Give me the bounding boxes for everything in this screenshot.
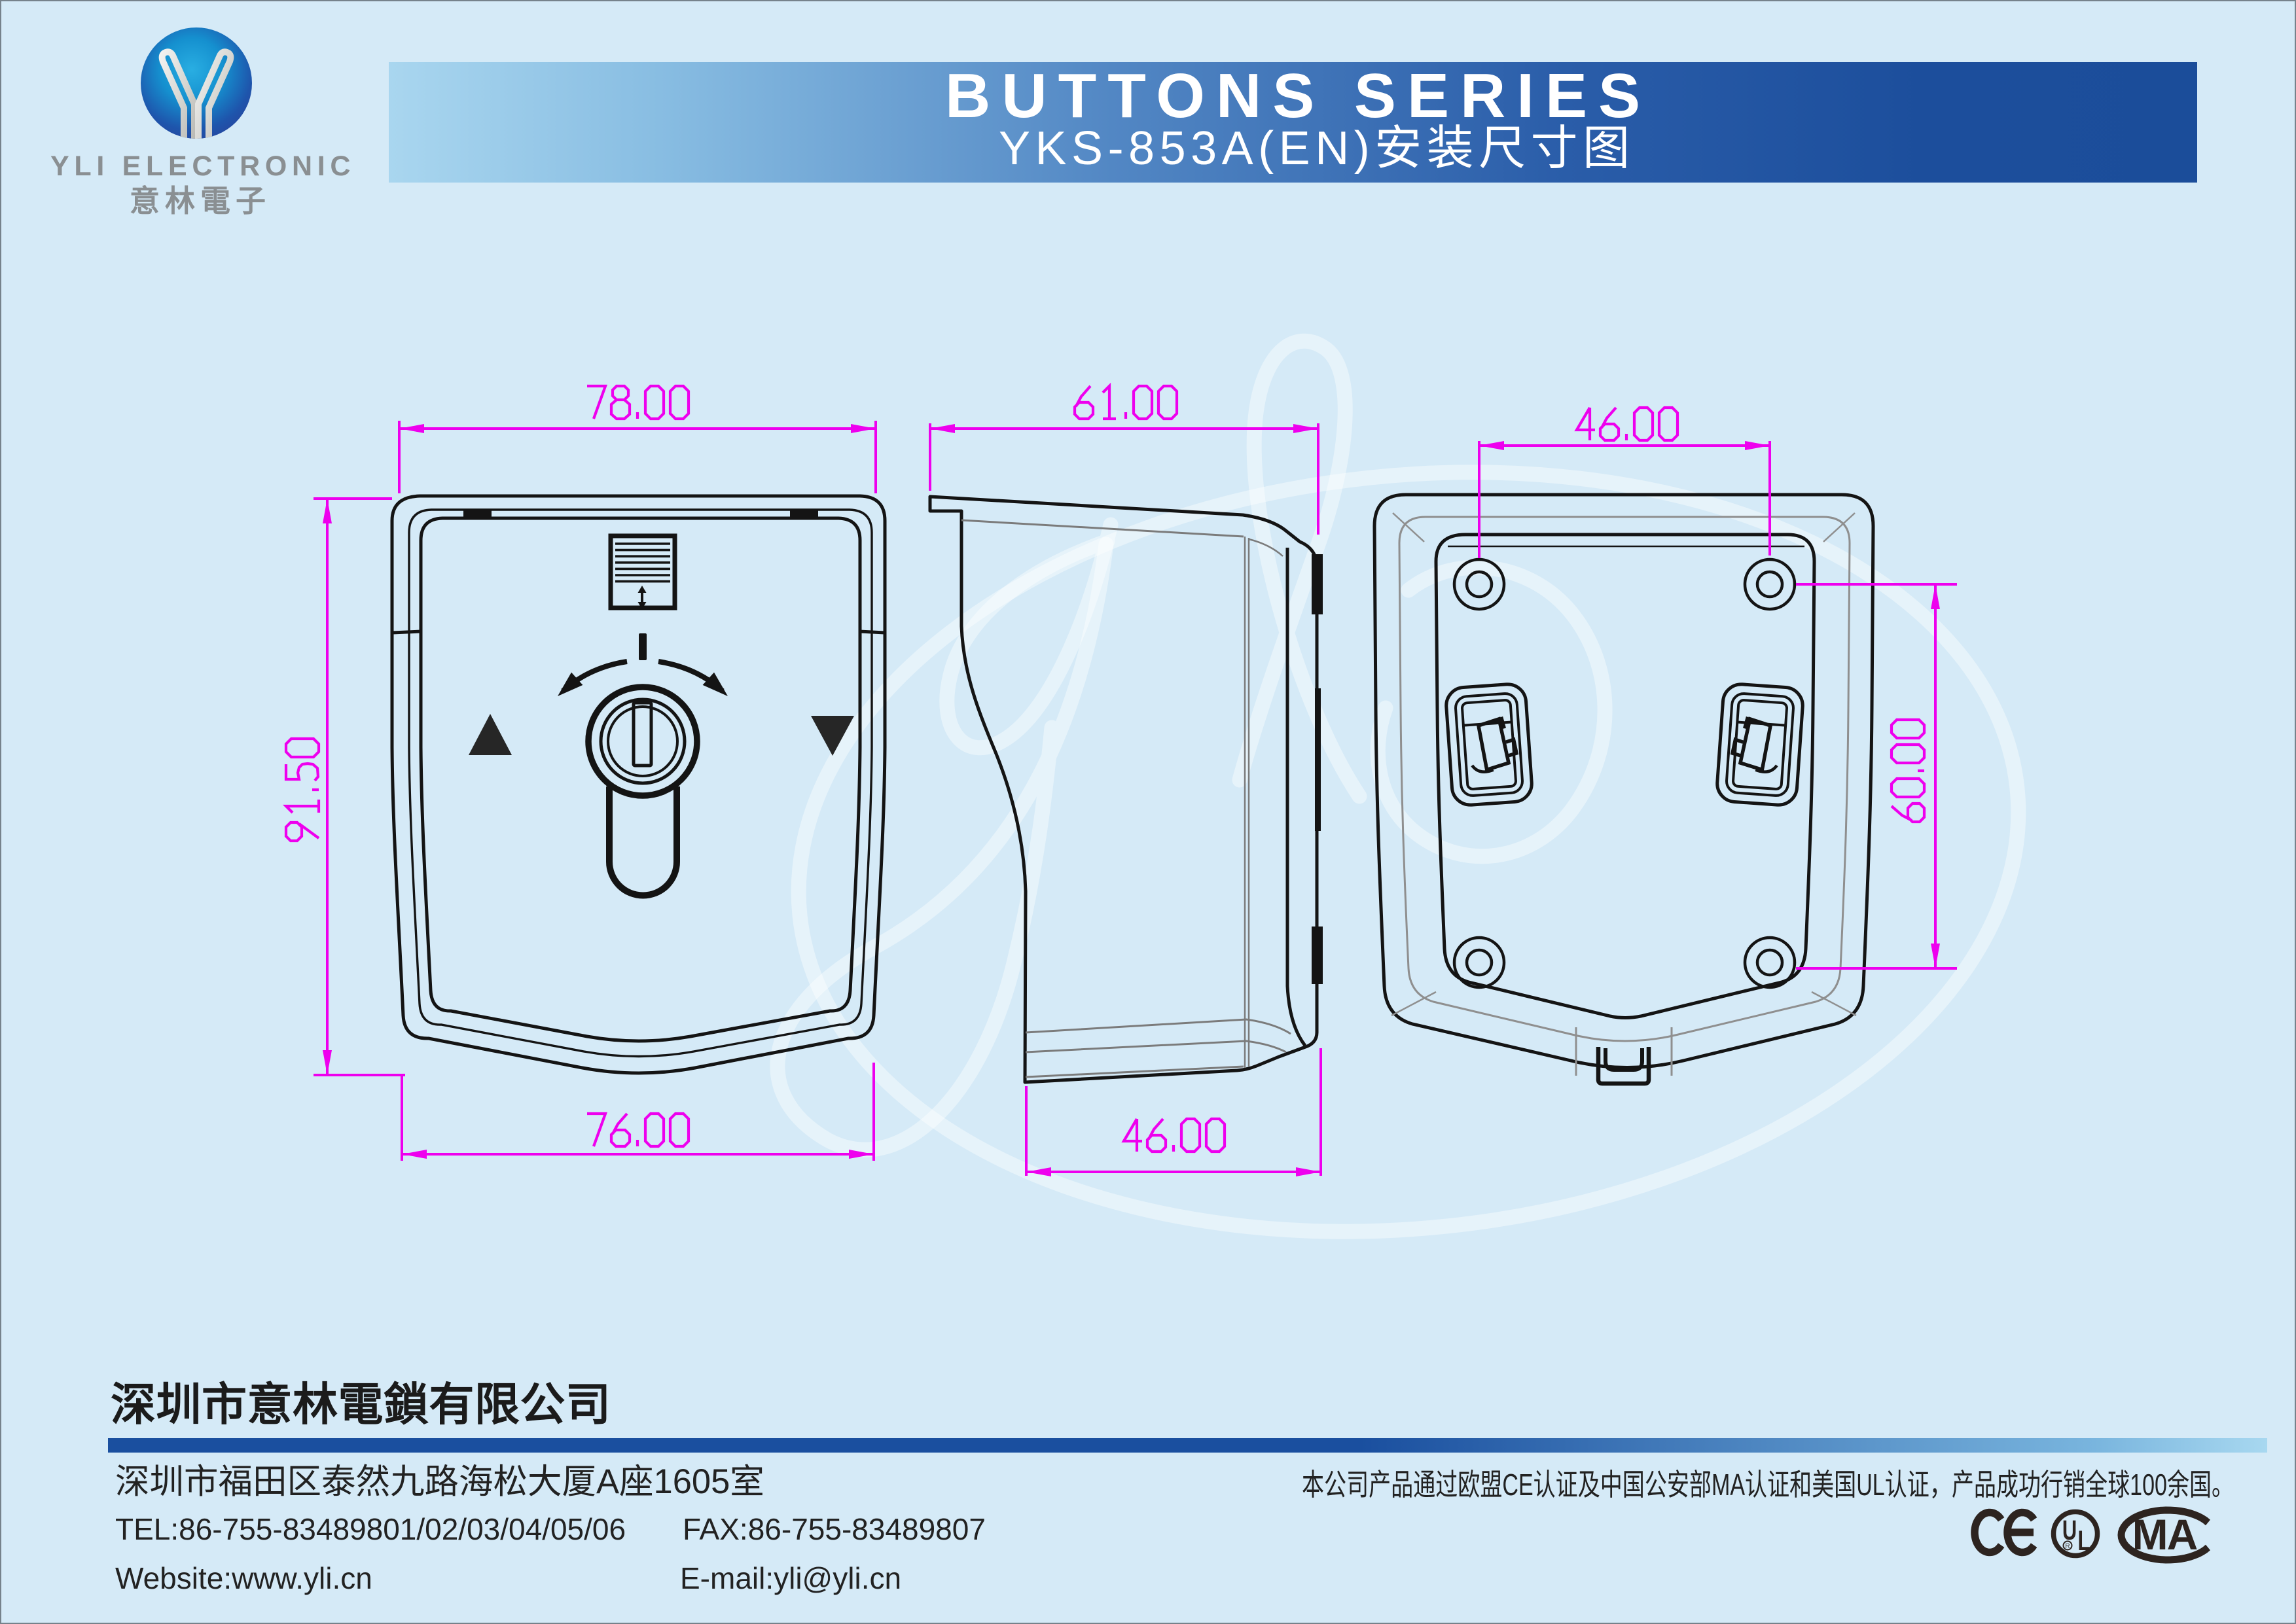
svg-text:U: U (2062, 1514, 2077, 1545)
svg-text:L: L (2078, 1525, 2090, 1556)
svg-text:MA: MA (2132, 1510, 2197, 1559)
svg-text:R: R (2065, 1543, 2070, 1550)
